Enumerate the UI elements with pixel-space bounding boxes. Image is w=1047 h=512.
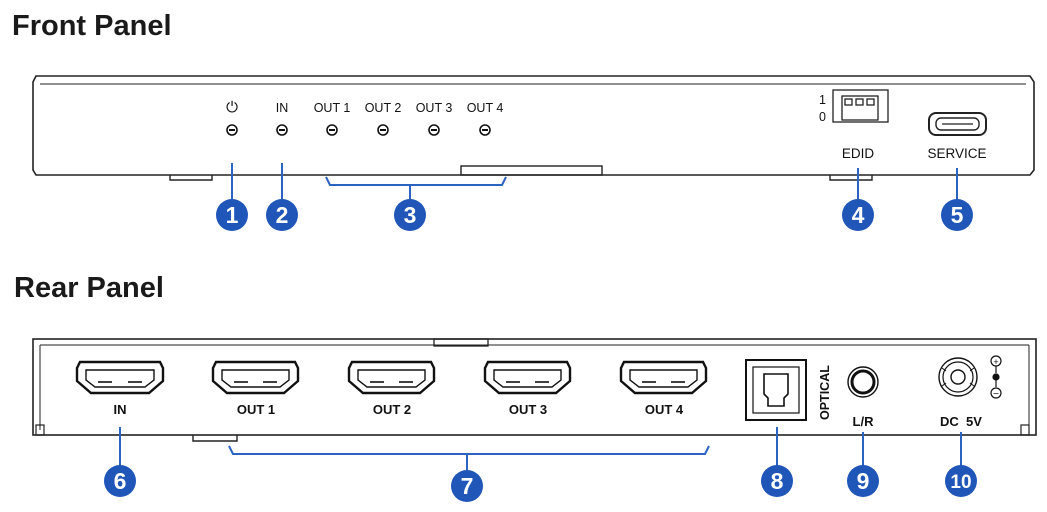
power-symbol-icon: ⏻: [226, 99, 238, 116]
lr-audio-jack-icon[interactable]: [847, 366, 879, 398]
port-label-out1: OUT 1: [237, 402, 275, 417]
front-panel-title: Front Panel: [12, 10, 172, 42]
edid-switch-icon[interactable]: [832, 89, 889, 123]
rear-panel-device: [32, 338, 1037, 442]
polarity-minus-symbol: −: [993, 389, 999, 400]
port-label-out3: OUT 3: [509, 402, 547, 417]
hdmi-out3-port-icon[interactable]: [483, 360, 572, 395]
port-label-in: IN: [114, 402, 127, 417]
hdmi-out4-port-icon[interactable]: [619, 360, 708, 395]
svg-text:3: 3: [404, 202, 417, 228]
port-label-out2: OUT 2: [373, 402, 411, 417]
svg-text:2: 2: [276, 202, 289, 228]
polarity-icon: [990, 355, 1002, 399]
callout-3: 3: [394, 199, 426, 231]
dc-label: DC 5V: [940, 414, 982, 429]
rear-callout-leaders: [119, 427, 962, 470]
svg-text:10: 10: [950, 472, 971, 493]
callout-1: 1: [216, 199, 248, 231]
svg-text:1: 1: [226, 202, 239, 228]
svg-text:7: 7: [461, 473, 474, 499]
led-label-out2: OUT 2: [365, 101, 402, 115]
power-led-icon: [226, 124, 238, 136]
out1-led-icon: [326, 124, 338, 136]
out2-led-icon: [377, 124, 389, 136]
front-callout-leaders: [231, 163, 958, 200]
out3-led-icon: [428, 124, 440, 136]
callout-9: 9: [847, 465, 879, 497]
polarity-plus-symbol: +: [993, 357, 998, 367]
optical-label: OPTICAL: [818, 365, 832, 420]
hdmi-out1-port-icon[interactable]: [211, 360, 300, 395]
callout-8: 8: [761, 465, 793, 497]
switch-label-1: 1: [819, 93, 826, 107]
out4-led-icon: [479, 124, 491, 136]
led-label-out3: OUT 3: [416, 101, 453, 115]
lr-label: L/R: [853, 414, 875, 429]
callout-2: 2: [266, 199, 298, 231]
switch-label-0: 0: [819, 110, 826, 124]
svg-text:6: 6: [114, 468, 127, 494]
svg-text:8: 8: [771, 468, 784, 494]
dc-power-jack-icon[interactable]: [938, 357, 978, 397]
callout-5: 5: [941, 199, 973, 231]
svg-text:9: 9: [857, 468, 870, 494]
in-led-icon: [276, 124, 288, 136]
callout-4: 4: [842, 199, 874, 231]
svg-text:5: 5: [951, 202, 964, 228]
callout-7: 7: [451, 470, 483, 502]
service-label: SERVICE: [927, 146, 986, 161]
led-label-out1: OUT 1: [314, 101, 351, 115]
callout-10: 10: [945, 465, 977, 497]
svg-text:4: 4: [852, 202, 865, 228]
rear-panel-title: Rear Panel: [14, 272, 164, 304]
hdmi-in-port-icon[interactable]: [75, 360, 165, 395]
led-label-in: IN: [276, 101, 289, 115]
front-panel-device: [32, 75, 1035, 181]
hdmi-out2-port-icon[interactable]: [347, 360, 436, 395]
service-port-icon[interactable]: [928, 112, 987, 136]
optical-port-icon[interactable]: [745, 359, 807, 421]
callout-6: 6: [104, 465, 136, 497]
led-label-out4: OUT 4: [467, 101, 504, 115]
edid-label: EDID: [842, 146, 875, 161]
port-label-out4: OUT 4: [645, 402, 684, 417]
